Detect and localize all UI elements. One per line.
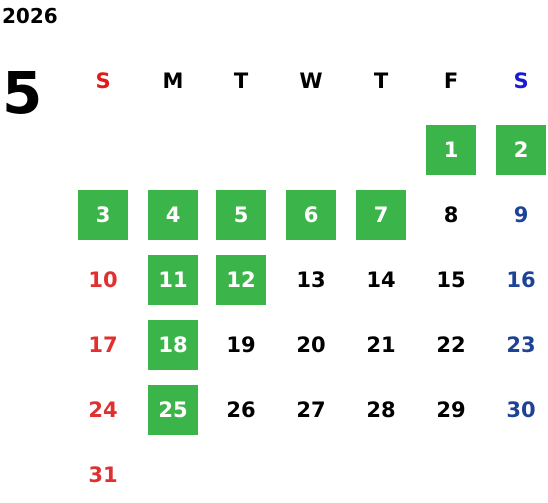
day-cell[interactable]: 14 (366, 268, 396, 292)
highlighted-day-cell[interactable]: 7 (356, 190, 406, 240)
day-cell[interactable]: 20 (296, 333, 326, 357)
day-cell[interactable]: 22 (436, 333, 466, 357)
highlighted-day-cell[interactable]: 1 (426, 125, 476, 175)
weekday-header-saturday: S (513, 69, 529, 93)
day-cell[interactable]: 30 (506, 398, 536, 422)
day-cell[interactable]: 17 (88, 333, 118, 357)
day-cell[interactable]: 15 (436, 268, 466, 292)
weekday-header-monday: M (162, 69, 184, 93)
day-cell[interactable]: 24 (88, 398, 118, 422)
highlighted-day-cell[interactable]: 3 (78, 190, 128, 240)
day-cell[interactable]: 26 (226, 398, 256, 422)
day-cell[interactable]: 29 (436, 398, 466, 422)
highlighted-day-cell[interactable]: 6 (286, 190, 336, 240)
day-cell[interactable]: 8 (443, 203, 459, 227)
day-cell[interactable]: 27 (296, 398, 326, 422)
highlighted-day-cell[interactable]: 2 (496, 125, 546, 175)
weekday-header-tuesday: T (233, 69, 249, 93)
highlighted-day-cell[interactable]: 5 (216, 190, 266, 240)
day-cell[interactable]: 19 (226, 333, 256, 357)
weekday-header-friday: F (443, 69, 459, 93)
day-cell[interactable]: 10 (88, 268, 118, 292)
day-cell[interactable]: 9 (513, 203, 529, 227)
highlighted-day-cell[interactable]: 4 (148, 190, 198, 240)
highlighted-day-cell[interactable]: 25 (148, 385, 198, 435)
day-cell[interactable]: 28 (366, 398, 396, 422)
weekday-header-wednesday: W (299, 69, 323, 93)
day-cell[interactable]: 13 (296, 268, 326, 292)
day-cell[interactable]: 16 (506, 268, 536, 292)
weekday-header-sunday: S (95, 69, 111, 93)
highlighted-day-cell[interactable]: 12 (216, 255, 266, 305)
day-cell[interactable]: 23 (506, 333, 536, 357)
highlighted-day-cell[interactable]: 18 (148, 320, 198, 370)
highlighted-day-cell[interactable]: 11 (148, 255, 198, 305)
year-label: 2026 (2, 4, 58, 28)
weekday-header-thursday: T (373, 69, 389, 93)
day-cell[interactable]: 31 (88, 463, 118, 487)
month-number: 5 (2, 59, 43, 127)
day-cell[interactable]: 21 (366, 333, 396, 357)
